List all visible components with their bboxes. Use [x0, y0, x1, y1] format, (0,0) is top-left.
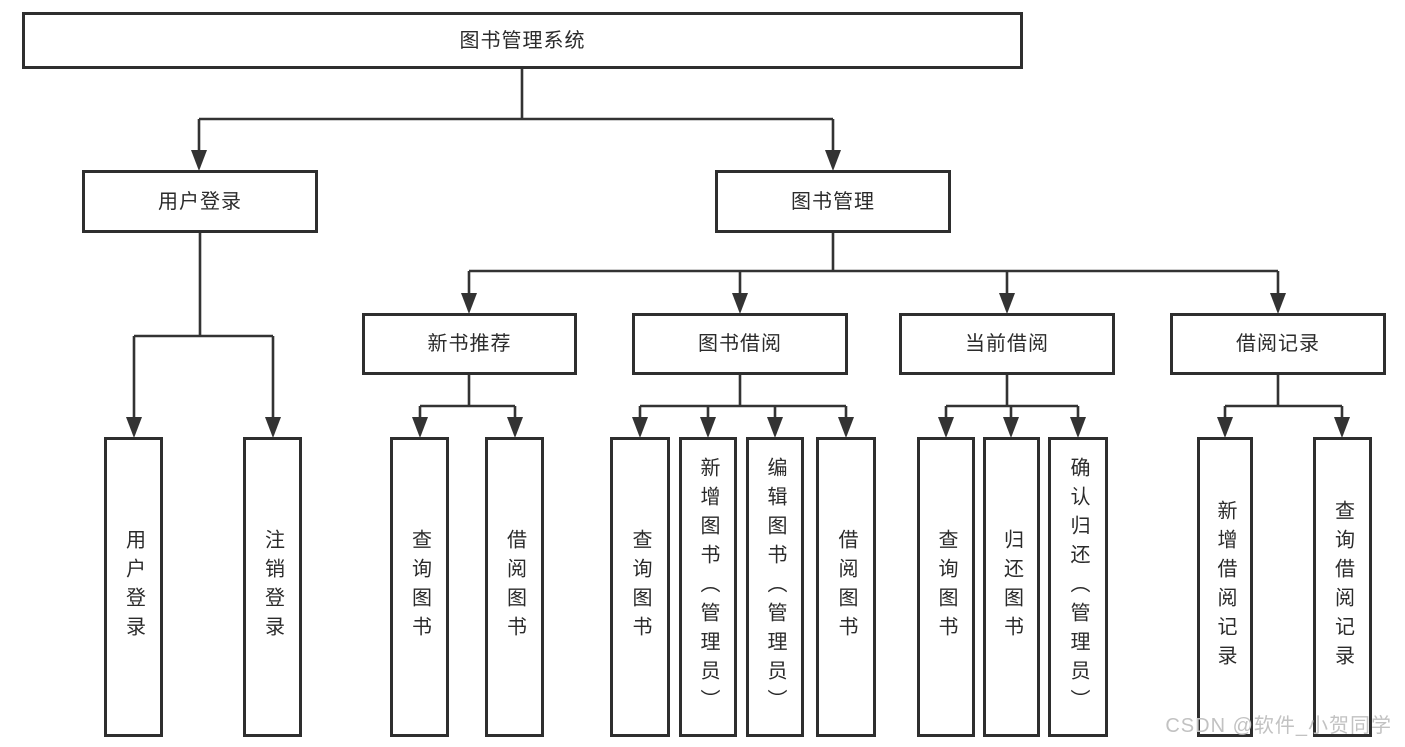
- node-library-management-system: 图书管理系统: [22, 12, 1023, 69]
- node-label: 图书管理: [791, 190, 875, 213]
- node-label: 查询图书: [408, 529, 431, 645]
- node-book-management: 图书管理: [715, 170, 951, 233]
- node-label: 确认归还（管理员）: [1067, 456, 1089, 718]
- node-label: 新增借阅记录: [1214, 500, 1236, 674]
- leaf-borrow-books-recommend: 借阅图书: [485, 437, 544, 737]
- node-label: 查询借阅记录: [1331, 500, 1354, 674]
- node-label: 借阅图书: [503, 529, 526, 645]
- leaf-edit-book-admin: 编辑图书（管理员）: [746, 437, 804, 737]
- node-label: 当前借阅: [965, 333, 1049, 355]
- leaf-confirm-return-admin: 确认归还（管理员）: [1048, 437, 1108, 737]
- leaf-logout: 注销登录: [243, 437, 302, 737]
- node-label: 用户登录: [122, 529, 145, 645]
- node-label: 借阅图书: [835, 529, 857, 645]
- node-label: 归还图书: [1000, 529, 1023, 645]
- node-label: 图书借阅: [698, 333, 782, 355]
- leaf-query-books-current: 查询图书: [917, 437, 975, 737]
- node-label: 注销登录: [261, 529, 284, 645]
- node-borrow-records: 借阅记录: [1170, 313, 1386, 375]
- node-label: 编辑图书（管理员）: [764, 456, 786, 718]
- leaf-user-login: 用户登录: [104, 437, 163, 737]
- node-label: 新书推荐: [427, 333, 512, 355]
- leaf-query-books-borrow: 查询图书: [610, 437, 670, 737]
- node-current-borrow: 当前借阅: [899, 313, 1115, 375]
- node-label: 查询图书: [935, 529, 957, 645]
- node-label: 新增图书（管理员）: [697, 456, 719, 718]
- leaf-query-borrow-record: 查询借阅记录: [1313, 437, 1372, 737]
- leaf-borrow-books: 借阅图书: [816, 437, 876, 737]
- node-label: 图书管理系统: [459, 29, 586, 52]
- node-label: 借阅记录: [1236, 333, 1320, 355]
- leaf-return-book: 归还图书: [983, 437, 1040, 737]
- node-book-borrow: 图书借阅: [632, 313, 848, 375]
- node-label: 用户登录: [158, 190, 242, 213]
- leaf-add-book-admin: 新增图书（管理员）: [679, 437, 737, 737]
- node-label: 查询图书: [629, 529, 651, 645]
- node-new-book-recommend: 新书推荐: [362, 313, 577, 375]
- node-user-login: 用户登录: [82, 170, 318, 233]
- leaf-add-borrow-record: 新增借阅记录: [1197, 437, 1253, 737]
- leaf-query-books-recommend: 查询图书: [390, 437, 449, 737]
